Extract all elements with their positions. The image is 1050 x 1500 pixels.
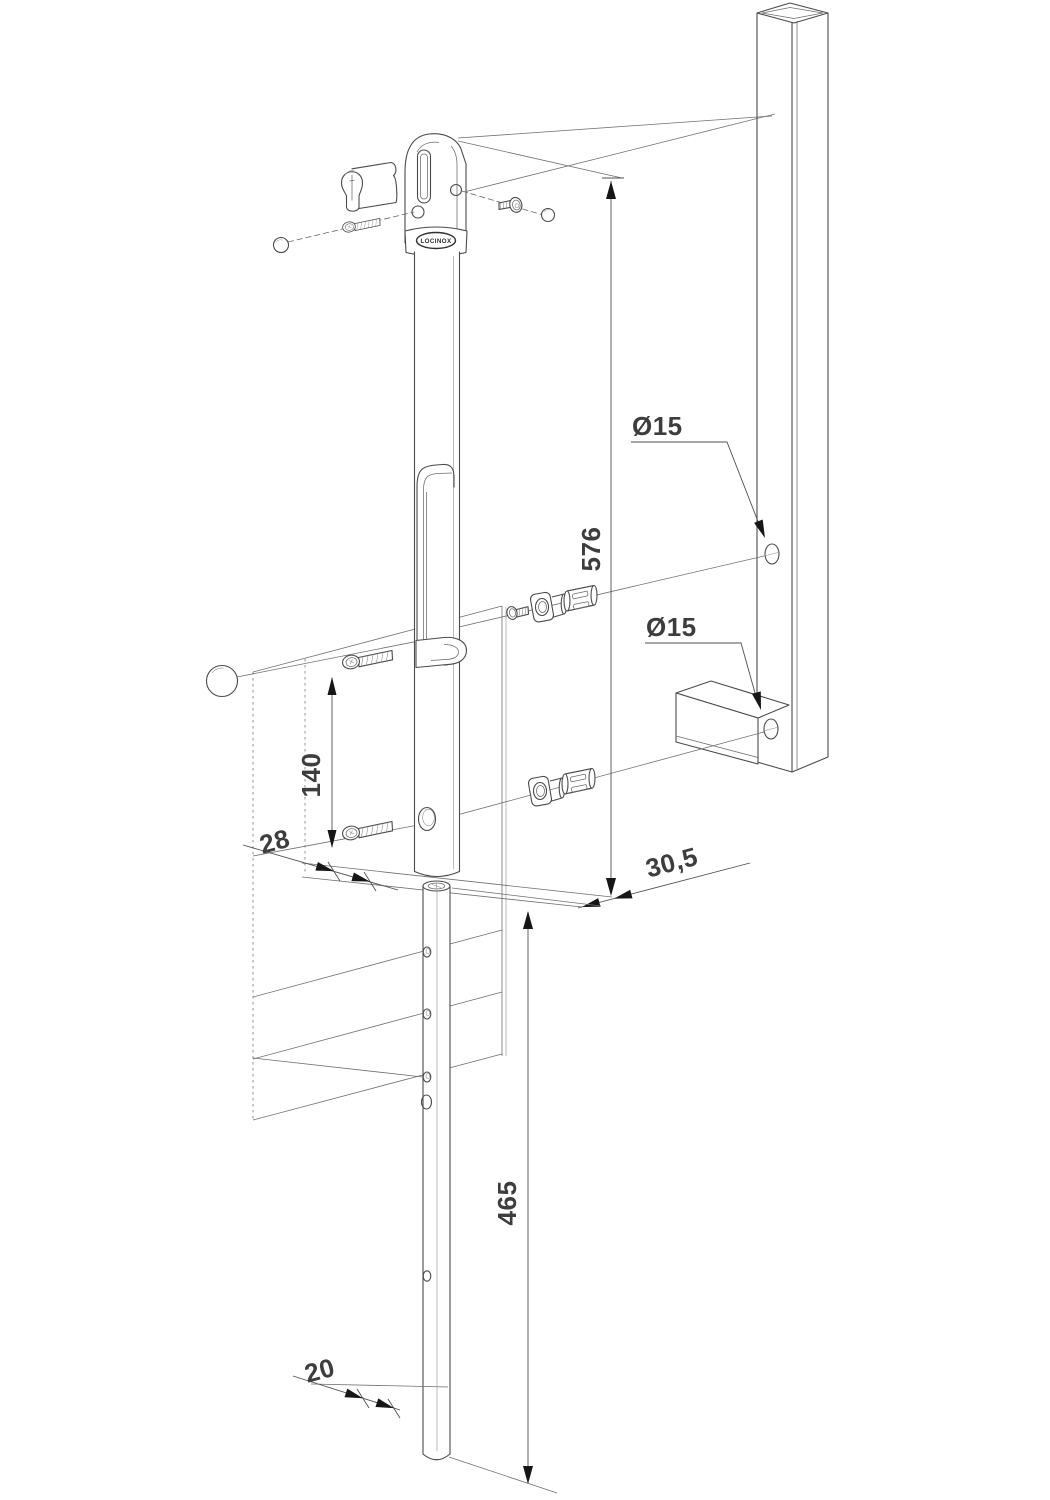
post-offset-label: 30,5 <box>642 841 701 884</box>
ground-rod-length-label: 465 <box>492 1181 522 1226</box>
head-side-hole <box>449 183 463 197</box>
expansion-anchor-lower <box>561 767 596 795</box>
gate-post <box>756 2 829 773</box>
brand-badge <box>415 231 457 250</box>
head-side-screw <box>498 196 523 213</box>
dia-lower-label: Ø15 <box>646 612 697 642</box>
mount-screw-lower <box>340 820 394 842</box>
cover-cap-left <box>272 236 290 254</box>
dimension-576 <box>602 177 624 896</box>
dia-upper-label: Ø15 <box>632 411 683 441</box>
dimension-20: 20 <box>292 1352 449 1419</box>
drop-bolt-lock: LOCINOX <box>272 133 556 878</box>
anchor-axes <box>445 555 765 819</box>
euro-cylinder <box>340 161 398 212</box>
leader-dia-lower: Ø15 <box>645 612 761 710</box>
bottom-clearance-label: 20 <box>301 1352 338 1389</box>
anchor-set-upper <box>505 584 598 624</box>
ground-rod-holes <box>420 946 433 1282</box>
post-holes <box>762 543 781 740</box>
bolt-tube <box>413 251 461 878</box>
gate-offset-label: 28 <box>256 823 293 860</box>
ground-rod <box>420 880 451 1461</box>
expansion-anchor-upper <box>563 584 598 612</box>
cover-cap-right <box>540 207 556 223</box>
anchor-set-lower <box>527 767 596 808</box>
left-fasteners <box>205 649 394 842</box>
brand-label: LOCINOX <box>421 238 452 245</box>
dimension-140: 140 <box>296 677 337 848</box>
cylinder-fixing-screw <box>341 217 381 234</box>
guide-bracket <box>415 636 468 669</box>
gate-panel-lines <box>252 605 613 1121</box>
dimension-465: 465 <box>448 887 602 1494</box>
screw-spacing-label: 140 <box>296 753 326 798</box>
ball-knob <box>205 664 239 698</box>
dimension-30-5: 30,5 <box>577 841 751 909</box>
keeper-box <box>675 680 790 765</box>
bolt-slot <box>416 149 432 204</box>
brand-band: LOCINOX <box>404 226 468 257</box>
anchor-screw <box>505 605 530 621</box>
cylinder-screw-hole <box>411 205 425 219</box>
lock-height-label: 576 <box>576 527 606 572</box>
guide-bush-lower <box>527 775 566 808</box>
mount-screw-upper <box>340 649 394 671</box>
tube-mount-hole <box>417 806 437 832</box>
guide-bush-upper <box>529 591 568 624</box>
leader-dia-upper: Ø15 <box>631 411 765 538</box>
